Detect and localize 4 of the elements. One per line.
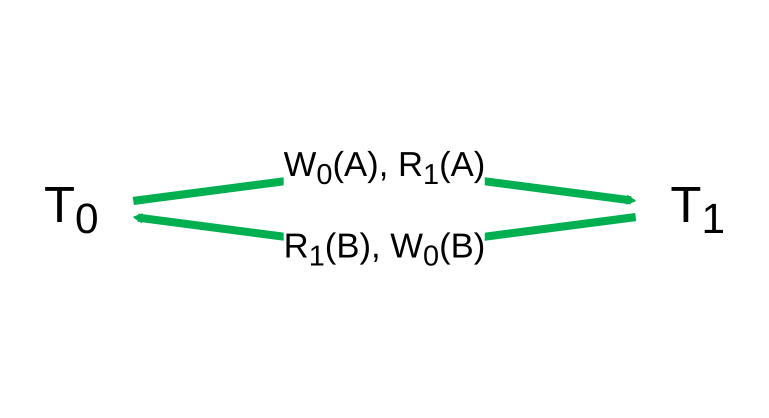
- edge-label: W$_{0}$(A), R$_{1}$(A): [284, 146, 486, 192]
- node-text: T$_{1}$: [670, 176, 726, 242]
- edge-label: R$_{1}$(B), W$_{0}$(B): [284, 228, 486, 273]
- node-text: T$_{0}$: [44, 176, 99, 242]
